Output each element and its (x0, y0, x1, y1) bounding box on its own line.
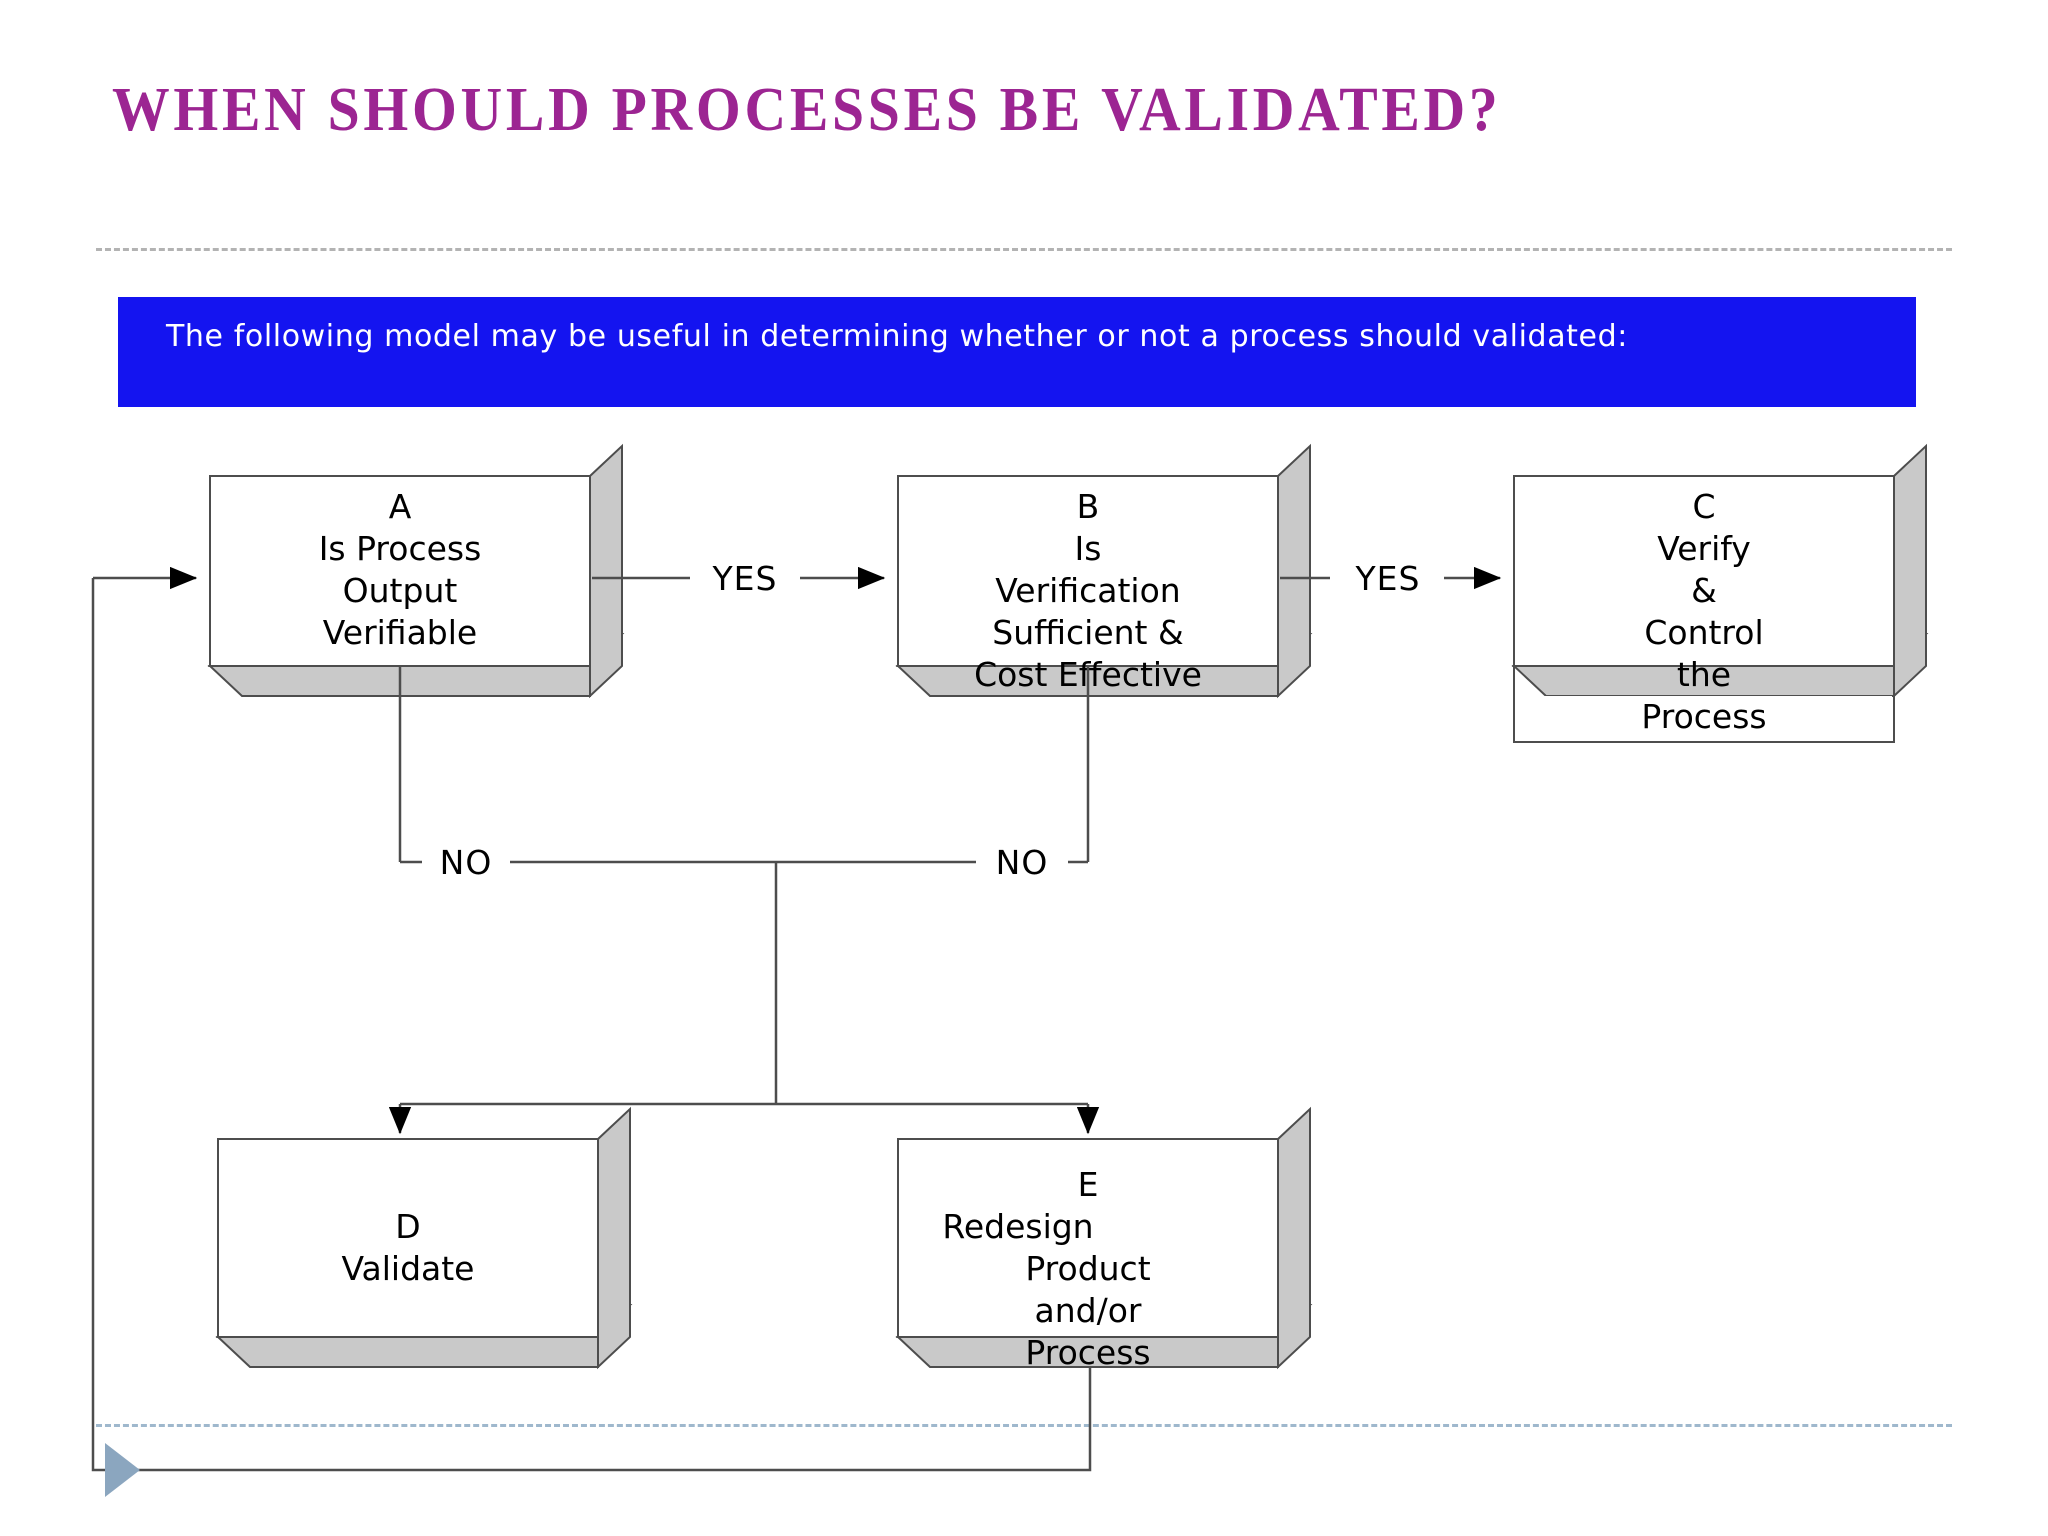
flow-node-d[interactable]: D Validate (215, 1106, 633, 1370)
flow-node-c-line-4: the (1677, 655, 1731, 694)
flow-node-a-line-0: A (389, 487, 412, 526)
flow-node-e[interactable]: E Redesign Product and/or Process (895, 1106, 1313, 1372)
flow-node-c-line-3: Control (1644, 613, 1763, 652)
flow-node-a-line-3: Verifiable (323, 613, 477, 652)
flow-node-d-line-0: D (395, 1207, 420, 1246)
flow-node-a-line-1: Is Process (319, 529, 482, 568)
edge-b-to-c: YES (1280, 559, 1502, 598)
flow-node-d-line-1: Validate (342, 1249, 475, 1288)
edge-label-yes-bc: YES (1355, 559, 1421, 598)
edge-label-yes-ab: YES (712, 559, 778, 598)
flow-node-b-line-3: Sufficient & (992, 613, 1183, 652)
intro-banner: The following model may be useful in det… (118, 297, 1916, 407)
intro-banner-text: The following model may be useful in det… (166, 319, 1628, 354)
edge-a-to-b: YES (592, 559, 886, 598)
edge-b-no: NO (776, 666, 1090, 882)
flow-node-c[interactable]: C Verify & Control the Process (1511, 443, 1929, 743)
edge-split-to-d-e (388, 862, 1100, 1135)
footer-divider (96, 1424, 1952, 1427)
bookmark-triangle-icon (105, 1443, 140, 1497)
flow-node-e-line-2: Product (1025, 1249, 1150, 1288)
flow-node-e-line-1: Redesign (942, 1207, 1093, 1246)
edge-label-no-a: NO (440, 843, 493, 882)
flow-node-b[interactable]: B Is Verification Sufficient & Cost Effe… (895, 443, 1313, 699)
flow-node-c-line-2: & (1691, 571, 1717, 610)
edge-label-no-b: NO (996, 843, 1049, 882)
flow-node-e-line-4: Process (1025, 1333, 1150, 1372)
edge-e-to-a (91, 566, 1092, 1472)
page-title: WHEN SHOULD PROCESSES BE VALIDATED? (112, 76, 1502, 144)
flow-node-c-line-5: Process (1641, 697, 1766, 736)
flow-node-e-line-0: E (1078, 1165, 1099, 1204)
edge-a-no: NO (398, 666, 776, 882)
flow-node-a[interactable]: A Is Process Output Verifiable (207, 443, 625, 699)
flow-node-c-line-1: Verify (1657, 529, 1751, 568)
flow-node-e-line-3: and/or (1035, 1291, 1142, 1330)
title-divider (96, 248, 1952, 251)
flow-node-b-line-0: B (1077, 487, 1100, 526)
flow-node-b-line-2: Verification (995, 571, 1180, 610)
flow-node-c-line-0: C (1692, 487, 1715, 526)
flow-node-a-line-2: Output (343, 571, 458, 610)
flow-node-b-line-1: Is (1075, 529, 1102, 568)
